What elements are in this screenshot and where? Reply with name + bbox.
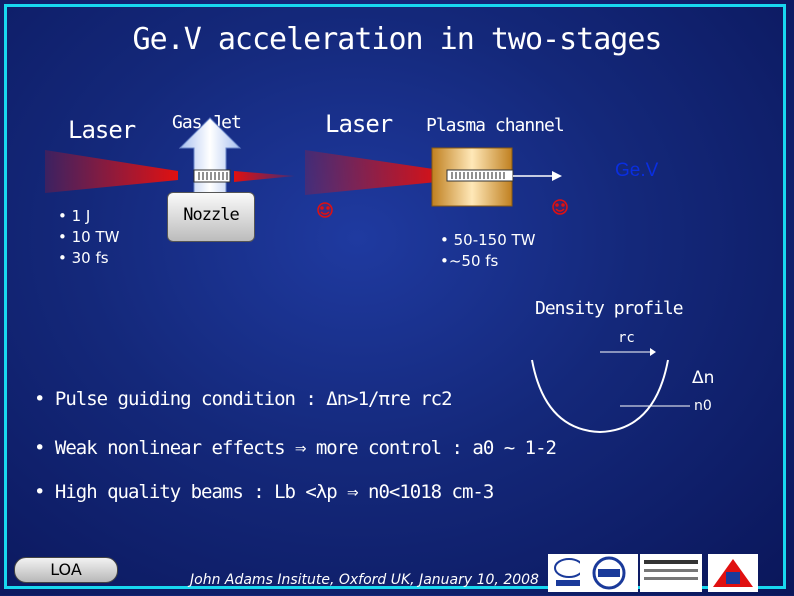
plasma-channel-label: Plasma channel xyxy=(426,115,565,136)
stage2-specs: • 50-150 TW •~50 fs xyxy=(440,230,536,272)
bullet-nonlinear: • Weak nonlinear effects ⇒ more control … xyxy=(34,437,557,459)
laser-pulse-2 xyxy=(305,150,447,195)
loa-logo: LOA xyxy=(14,557,118,583)
conference-footer: John Adams Insitute, Oxford UK, January … xyxy=(190,572,539,588)
n0-label: n0 xyxy=(694,398,712,414)
smiley-icon xyxy=(552,199,568,215)
stage2-laser-label: Laser xyxy=(325,110,393,138)
laser-pulse-1 xyxy=(45,150,178,193)
spec-power: • 10 TW xyxy=(58,228,120,246)
slide-title: Ge.V acceleration in two-stages xyxy=(132,22,663,57)
spec-energy: • 1 J xyxy=(58,207,91,225)
rc-label: rc xyxy=(618,330,635,346)
bullet-guiding: • Pulse guiding condition : Δn>1/πre rc2 xyxy=(34,388,453,410)
cnrs-logo xyxy=(580,554,638,592)
gev-label: Ge.V xyxy=(615,160,659,181)
laser-pulse-1-out xyxy=(234,171,295,182)
gasjet-arrow xyxy=(178,117,242,195)
spec-duration: • 30 fs xyxy=(58,249,109,267)
sponsor-logo-4 xyxy=(708,554,758,592)
density-profile-label: Density profile xyxy=(535,298,684,319)
sponsor-logo-3 xyxy=(640,554,702,592)
stage1-specs: • 1 J • 10 TW • 30 fs xyxy=(58,206,119,269)
delta-n-label: Δn xyxy=(692,368,715,388)
nozzle-box: Nozzle xyxy=(167,192,255,242)
density-profile-curve xyxy=(531,359,669,434)
spec-duration-2: •~50 fs xyxy=(440,252,499,270)
smiley-icon xyxy=(317,202,333,218)
spec-power-2: • 50-150 TW xyxy=(440,231,536,249)
stage1-laser-label: Laser xyxy=(68,116,136,144)
bullet-quality: • High quality beams : Lb <λp ⇒ n0<1018 … xyxy=(34,481,494,503)
slide-frame xyxy=(4,4,786,589)
